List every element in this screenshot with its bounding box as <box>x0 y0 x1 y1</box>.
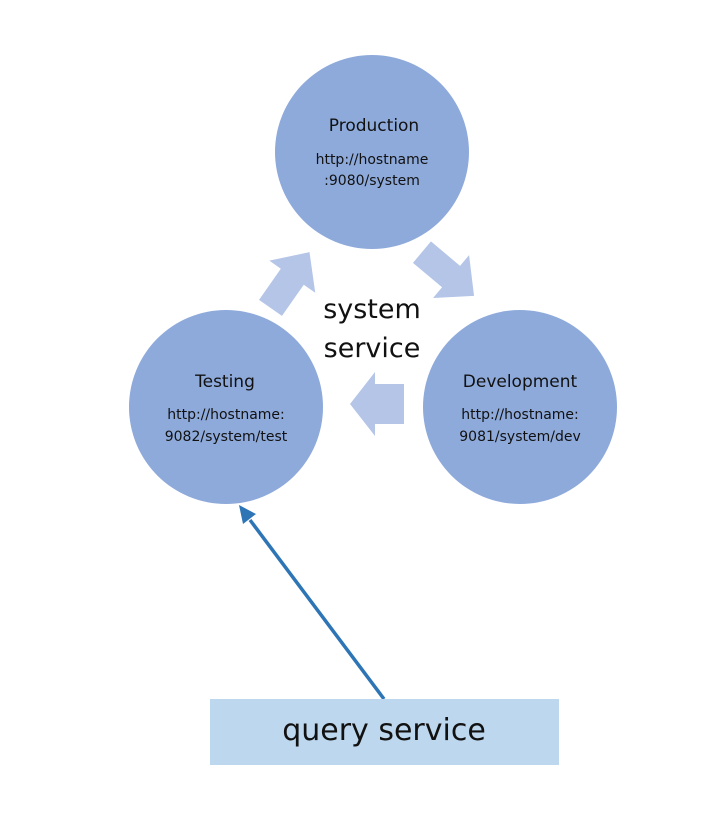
cycle-arrow-shape <box>412 241 475 299</box>
production-url-line2: :9080/system <box>324 173 420 189</box>
development-circle <box>423 310 617 504</box>
cycle-arrow-development-to-testing <box>350 372 404 436</box>
cycle-arrow-shape <box>350 372 404 436</box>
development-title: Development <box>463 372 578 392</box>
testing-title: Testing <box>194 372 255 392</box>
cycle-arrow-shape <box>259 252 316 316</box>
production-circle <box>275 55 469 249</box>
query-arrow-line <box>248 518 386 701</box>
cycle-arrow-testing-to-production <box>259 252 316 316</box>
query-service-label: query service <box>282 713 486 748</box>
testing-url-line1: http://hostname: <box>167 407 285 423</box>
center-label: system service <box>323 294 421 364</box>
query-arrow <box>239 505 386 701</box>
production-title: Production <box>329 116 419 136</box>
testing-url-line2: 9082/system/test <box>165 429 288 445</box>
production-url-line1: http://hostname <box>316 152 429 168</box>
development-url-line1: http://hostname: <box>461 407 579 423</box>
testing-circle <box>129 310 323 504</box>
query-service-rect <box>210 699 559 765</box>
center-label-line2: service <box>324 333 421 364</box>
node-testing: Testing http://hostname: 9082/system/tes… <box>129 310 323 504</box>
node-production: Production http://hostname :9080/system <box>275 55 469 249</box>
cycle-arrow-production-to-development <box>412 241 475 299</box>
development-url-line2: 9081/system/dev <box>459 429 580 445</box>
node-development: Development http://hostname: 9081/system… <box>423 310 617 504</box>
center-label-line1: system <box>323 294 421 325</box>
query-service-box: query service <box>210 699 559 765</box>
query-arrow-head <box>239 505 256 524</box>
